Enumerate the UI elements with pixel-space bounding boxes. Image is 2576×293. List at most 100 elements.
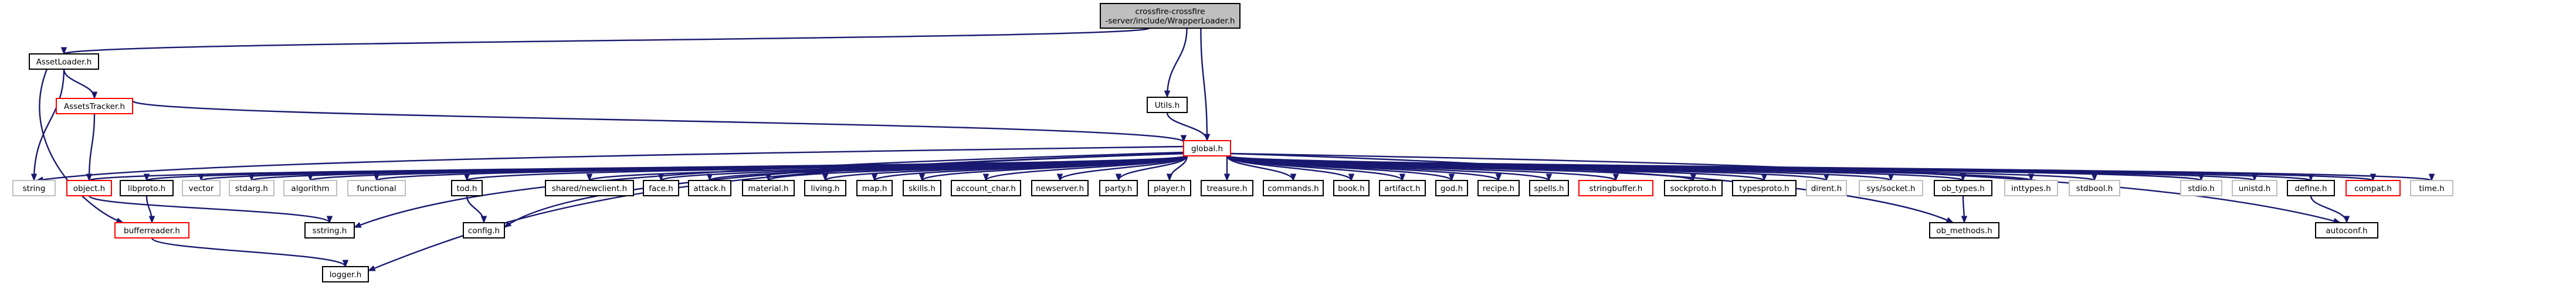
edge-global-to-sstring xyxy=(354,151,1184,229)
node-face[interactable]: face.h xyxy=(643,180,679,196)
node-define[interactable]: define.h xyxy=(2287,180,2335,196)
node-vector[interactable]: vector xyxy=(182,180,221,196)
node-algorithm[interactable]: algorithm xyxy=(283,180,337,196)
node-syssocket-label: sys/socket.h xyxy=(1866,184,1915,193)
edge-global-to-commands xyxy=(1226,155,1294,181)
edge-global-to-vector-arrowhead xyxy=(198,173,205,182)
edge-global-to-define-arrowhead xyxy=(2307,173,2314,182)
node-autoconf-label: autoconf.h xyxy=(2326,226,2367,236)
node-config[interactable]: config.h xyxy=(463,222,505,239)
node-assetstracker[interactable]: AssetsTracker.h xyxy=(56,98,133,114)
node-treasure-box xyxy=(1201,180,1253,196)
edge-global-to-unistd-arrowhead xyxy=(2251,173,2258,182)
node-unistd[interactable]: unistd.h xyxy=(2232,180,2277,196)
node-attack-label: attack.h xyxy=(693,184,726,193)
node-utils-box xyxy=(1147,97,1188,113)
node-sstring[interactable]: sstring.h xyxy=(304,222,355,239)
node-string[interactable]: string xyxy=(12,180,56,196)
node-stringbuffer[interactable]: stringbuffer.h xyxy=(1578,180,1653,196)
edge-assetloader-to-string-arrowhead xyxy=(30,173,38,182)
edge-global-to-inttypes-arrowhead xyxy=(2028,173,2035,182)
node-functional-label: functional xyxy=(357,184,396,193)
node-recipe[interactable]: recipe.h xyxy=(1477,180,1520,196)
edge-wrapper-to-assetloader-arrowhead xyxy=(60,47,67,55)
node-timeh[interactable]: time.h xyxy=(2410,180,2453,196)
edge-global-to-config-arrowhead xyxy=(503,220,512,228)
node-syssocket-box xyxy=(1859,180,1923,196)
edge-assetloader-to-string xyxy=(33,69,65,181)
node-timeh-label: time.h xyxy=(2419,184,2444,193)
edge-tod-to-config xyxy=(466,195,485,223)
node-attack[interactable]: attack.h xyxy=(688,180,731,196)
edge-global-to-dirent-arrowhead xyxy=(1823,173,1830,182)
node-party[interactable]: party.h xyxy=(1099,180,1138,196)
edge-global-to-timeh xyxy=(1226,155,2433,182)
node-autoconf-box xyxy=(2315,222,2378,239)
edge-global-to-accountchar xyxy=(985,155,1188,182)
node-autoconf[interactable]: autoconf.h xyxy=(2315,222,2378,239)
edge-global-to-obmethods-arrowhead xyxy=(1945,217,1954,223)
node-utils-label: Utils.h xyxy=(1155,101,1180,110)
node-libproto[interactable]: libproto.h xyxy=(120,180,174,196)
edge-global-to-timeh-arrowhead xyxy=(2428,173,2435,182)
node-player[interactable]: player.h xyxy=(1148,180,1191,196)
edge-bufferreader-to-logger-arrowhead xyxy=(342,260,349,268)
node-stdio[interactable]: stdio.h xyxy=(2180,180,2222,196)
node-map[interactable]: map.h xyxy=(856,180,893,196)
node-stdbool-label: stdbool.h xyxy=(2076,184,2113,193)
node-dirent-label: dirent.h xyxy=(1811,184,1842,193)
node-wrapper[interactable]: crossfire-crossfire-server/include/Wrapp… xyxy=(1100,3,1240,29)
node-utils[interactable]: Utils.h xyxy=(1147,97,1188,113)
node-logger-box xyxy=(322,266,369,282)
node-book[interactable]: book.h xyxy=(1333,180,1370,196)
node-material-label: material.h xyxy=(748,184,788,193)
node-player-box xyxy=(1148,180,1191,196)
node-sockproto-label: sockproto.h xyxy=(1670,184,1717,193)
node-obtypes[interactable]: ob_types.h xyxy=(1934,180,1992,196)
node-compat-label: compat.h xyxy=(2354,184,2392,193)
node-unistd-box xyxy=(2232,180,2277,196)
node-accountchar[interactable]: account_char.h xyxy=(951,180,1021,196)
node-living-box xyxy=(804,180,846,196)
node-tod[interactable]: tod.h xyxy=(451,180,483,196)
node-spells[interactable]: spells.h xyxy=(1529,180,1569,196)
node-dirent[interactable]: dirent.h xyxy=(1806,180,1847,196)
node-newserver-box xyxy=(1031,180,1089,196)
node-stdarg[interactable]: stdarg.h xyxy=(229,180,274,196)
node-commands[interactable]: commands.h xyxy=(1263,180,1324,196)
node-global[interactable]: global.h xyxy=(1183,140,1231,156)
node-obtypes-box xyxy=(1934,180,1992,196)
node-logger[interactable]: logger.h xyxy=(322,266,369,282)
node-stdarg-label: stdarg.h xyxy=(235,184,268,193)
node-inttypes[interactable]: inttypes.h xyxy=(2004,180,2058,196)
node-typesproto[interactable]: typesproto.h xyxy=(1732,180,1797,196)
node-stdio-box xyxy=(2180,180,2222,196)
edge-global-to-newserver-arrowhead xyxy=(1056,173,1063,182)
node-bufferreader[interactable]: bufferreader.h xyxy=(114,222,189,239)
node-book-label: book.h xyxy=(1338,184,1365,193)
node-newserver[interactable]: newserver.h xyxy=(1031,180,1089,196)
node-sockproto[interactable]: sockproto.h xyxy=(1664,180,1723,196)
node-map-box xyxy=(856,180,893,196)
edge-global-to-syssocket-arrowhead xyxy=(1887,173,1894,182)
node-obmethods[interactable]: ob_methods.h xyxy=(1929,222,1999,239)
node-living[interactable]: living.h xyxy=(804,180,846,196)
node-functional[interactable]: functional xyxy=(347,180,406,196)
node-artifact[interactable]: artifact.h xyxy=(1379,180,1426,196)
node-compat[interactable]: compat.h xyxy=(2345,180,2401,196)
node-syssocket[interactable]: sys/socket.h xyxy=(1859,180,1923,196)
edge-wrapper-to-assetloader xyxy=(63,27,1150,55)
node-object[interactable]: object.h xyxy=(66,180,112,196)
node-stdbool[interactable]: stdbool.h xyxy=(2069,180,2120,196)
edge-global-to-living-arrowhead xyxy=(822,173,829,182)
node-skills[interactable]: skills.h xyxy=(903,180,941,196)
node-god[interactable]: god.h xyxy=(1435,180,1468,196)
node-sharednewclient[interactable]: shared/newclient.h xyxy=(545,180,634,196)
node-treasure[interactable]: treasure.h xyxy=(1201,180,1253,196)
node-face-label: face.h xyxy=(649,184,673,193)
edge-global-to-map-arrowhead xyxy=(871,173,878,182)
node-obmethods-box xyxy=(1929,222,1999,239)
node-assetloader[interactable]: AssetLoader.h xyxy=(29,53,99,70)
node-material[interactable]: material.h xyxy=(742,180,795,196)
